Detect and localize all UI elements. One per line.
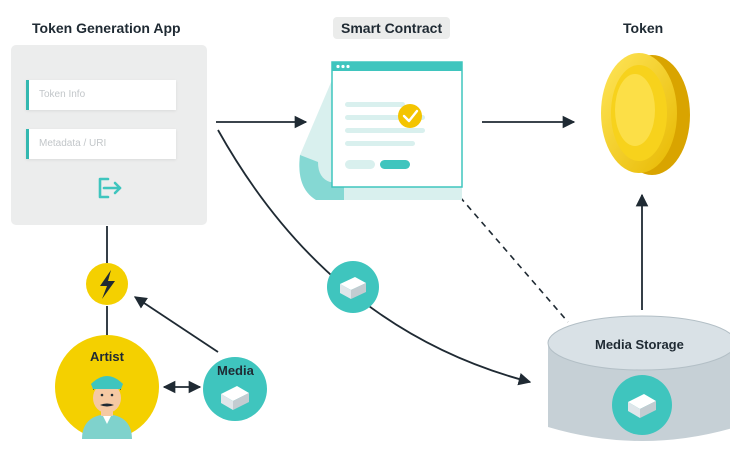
lightning-icon xyxy=(100,270,115,299)
media-to-lightning-arrow xyxy=(133,296,219,353)
cube-icon xyxy=(628,394,656,418)
artist-avatar xyxy=(82,376,132,439)
contract-title: Smart Contract xyxy=(333,17,451,39)
token-info-field[interactable]: Token Info xyxy=(26,80,176,110)
app-title: Token Generation App xyxy=(32,20,181,36)
metadata-uri-field[interactable]: Metadata / URI xyxy=(26,129,176,159)
token-title: Token xyxy=(623,20,664,36)
media-label: Media xyxy=(217,363,254,378)
artist-label: Artist xyxy=(90,349,124,364)
checkmark-icon xyxy=(398,104,422,128)
contract-storage-dashed-link xyxy=(459,196,569,323)
media-storage-label: Media Storage xyxy=(595,337,684,352)
cube-icon xyxy=(340,277,366,299)
document-icon xyxy=(299,61,463,200)
exit-icon xyxy=(98,177,122,199)
cube-icon xyxy=(221,386,249,410)
coin-icon xyxy=(601,53,690,175)
